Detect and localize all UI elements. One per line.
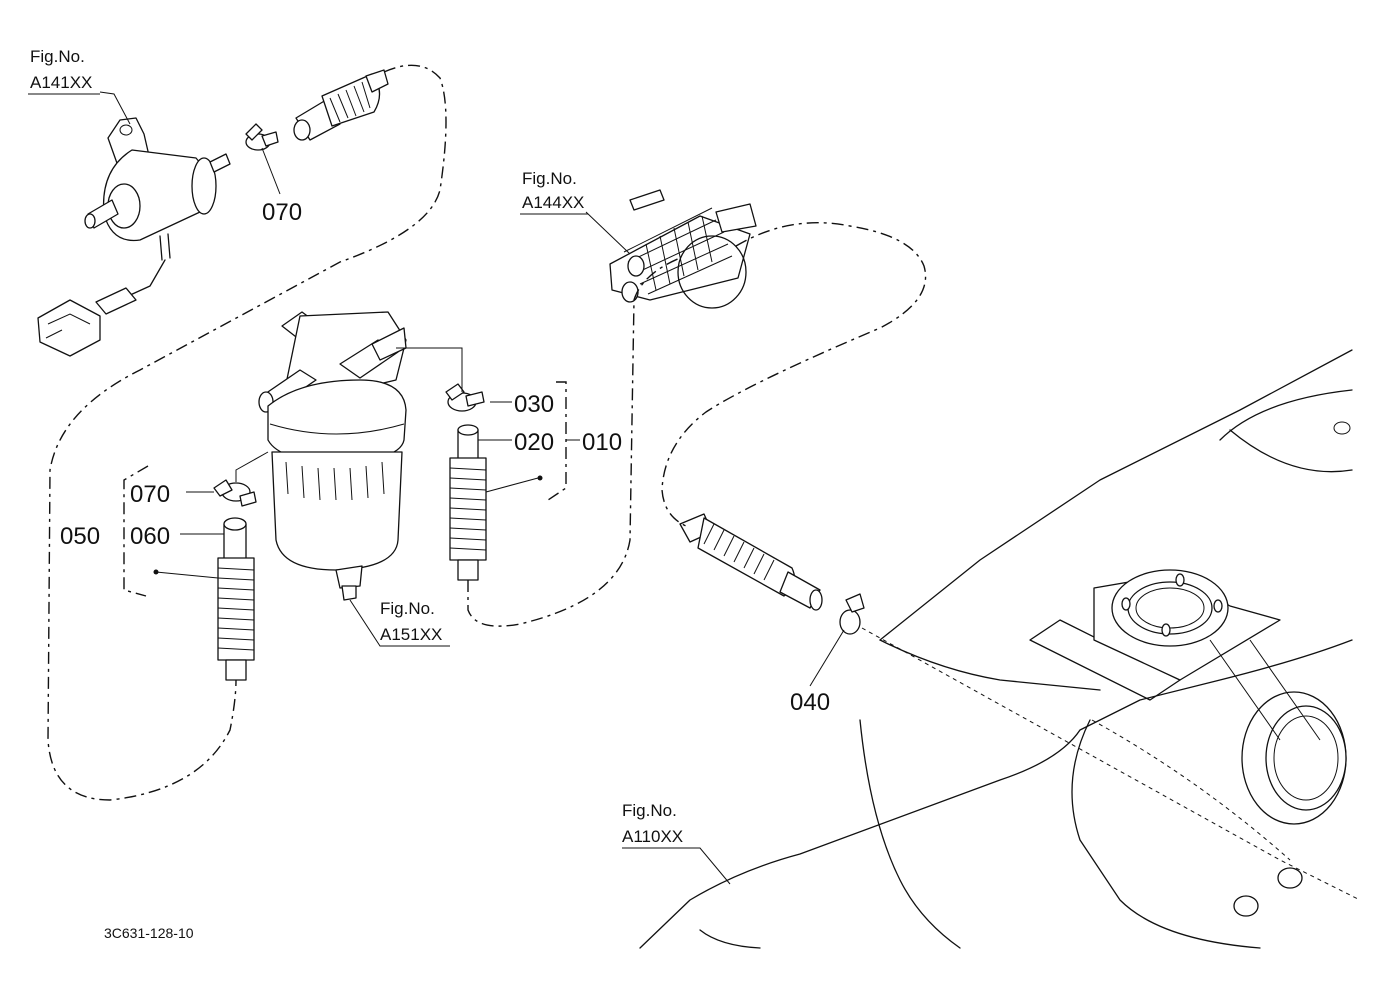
clamp-030 bbox=[445, 383, 485, 412]
fuel-tank bbox=[639, 349, 1353, 949]
clamp-070-top bbox=[245, 123, 279, 151]
fuel-filter bbox=[258, 311, 407, 601]
hose-020 bbox=[449, 424, 487, 581]
callout-030: 030 bbox=[514, 391, 554, 418]
callout-060: 060 bbox=[130, 523, 170, 550]
figure-ref-filter: Fig.No. A151XX bbox=[380, 599, 442, 644]
fig-ref-tank-line2: A110XX bbox=[622, 827, 683, 846]
grommet-assembly bbox=[609, 189, 757, 309]
callout-050: 050 bbox=[60, 523, 100, 550]
fig-ref-tank-line1: Fig.No. bbox=[622, 801, 677, 820]
callout-040: 040 bbox=[790, 689, 830, 716]
fig-ref-filter-line1: Fig.No. bbox=[380, 599, 435, 618]
fig-ref-filter-line2: A151XX bbox=[380, 625, 442, 644]
callout-010: 010 bbox=[582, 429, 622, 456]
fig-ref-grommet-line2: A144XX bbox=[522, 193, 584, 212]
callout-070-top: 070 bbox=[262, 199, 302, 226]
figure-ref-tank: Fig.No. A110XX bbox=[622, 801, 683, 846]
hose-top bbox=[293, 69, 389, 141]
leader-lines bbox=[99, 91, 845, 885]
drawing-code: 3C631-128-10 bbox=[104, 925, 194, 941]
fig-ref-pump-line1: Fig.No. bbox=[30, 47, 85, 66]
figure-ref-grommet: Fig.No. A144XX bbox=[520, 169, 588, 215]
callout-070-left: 070 bbox=[130, 481, 170, 508]
fuel-lines bbox=[47, 64, 1361, 901]
fig-ref-grommet-line1: Fig.No. bbox=[522, 169, 577, 188]
callout-020: 020 bbox=[514, 429, 554, 456]
figure-ref-pump: Fig.No. A141XX bbox=[28, 47, 100, 95]
clamp-070-left bbox=[213, 479, 257, 507]
hose-060 bbox=[217, 517, 255, 681]
hose-040-assembly bbox=[679, 513, 865, 635]
fuel-pump bbox=[37, 117, 231, 357]
fig-ref-pump-line2: A141XX bbox=[30, 73, 92, 92]
